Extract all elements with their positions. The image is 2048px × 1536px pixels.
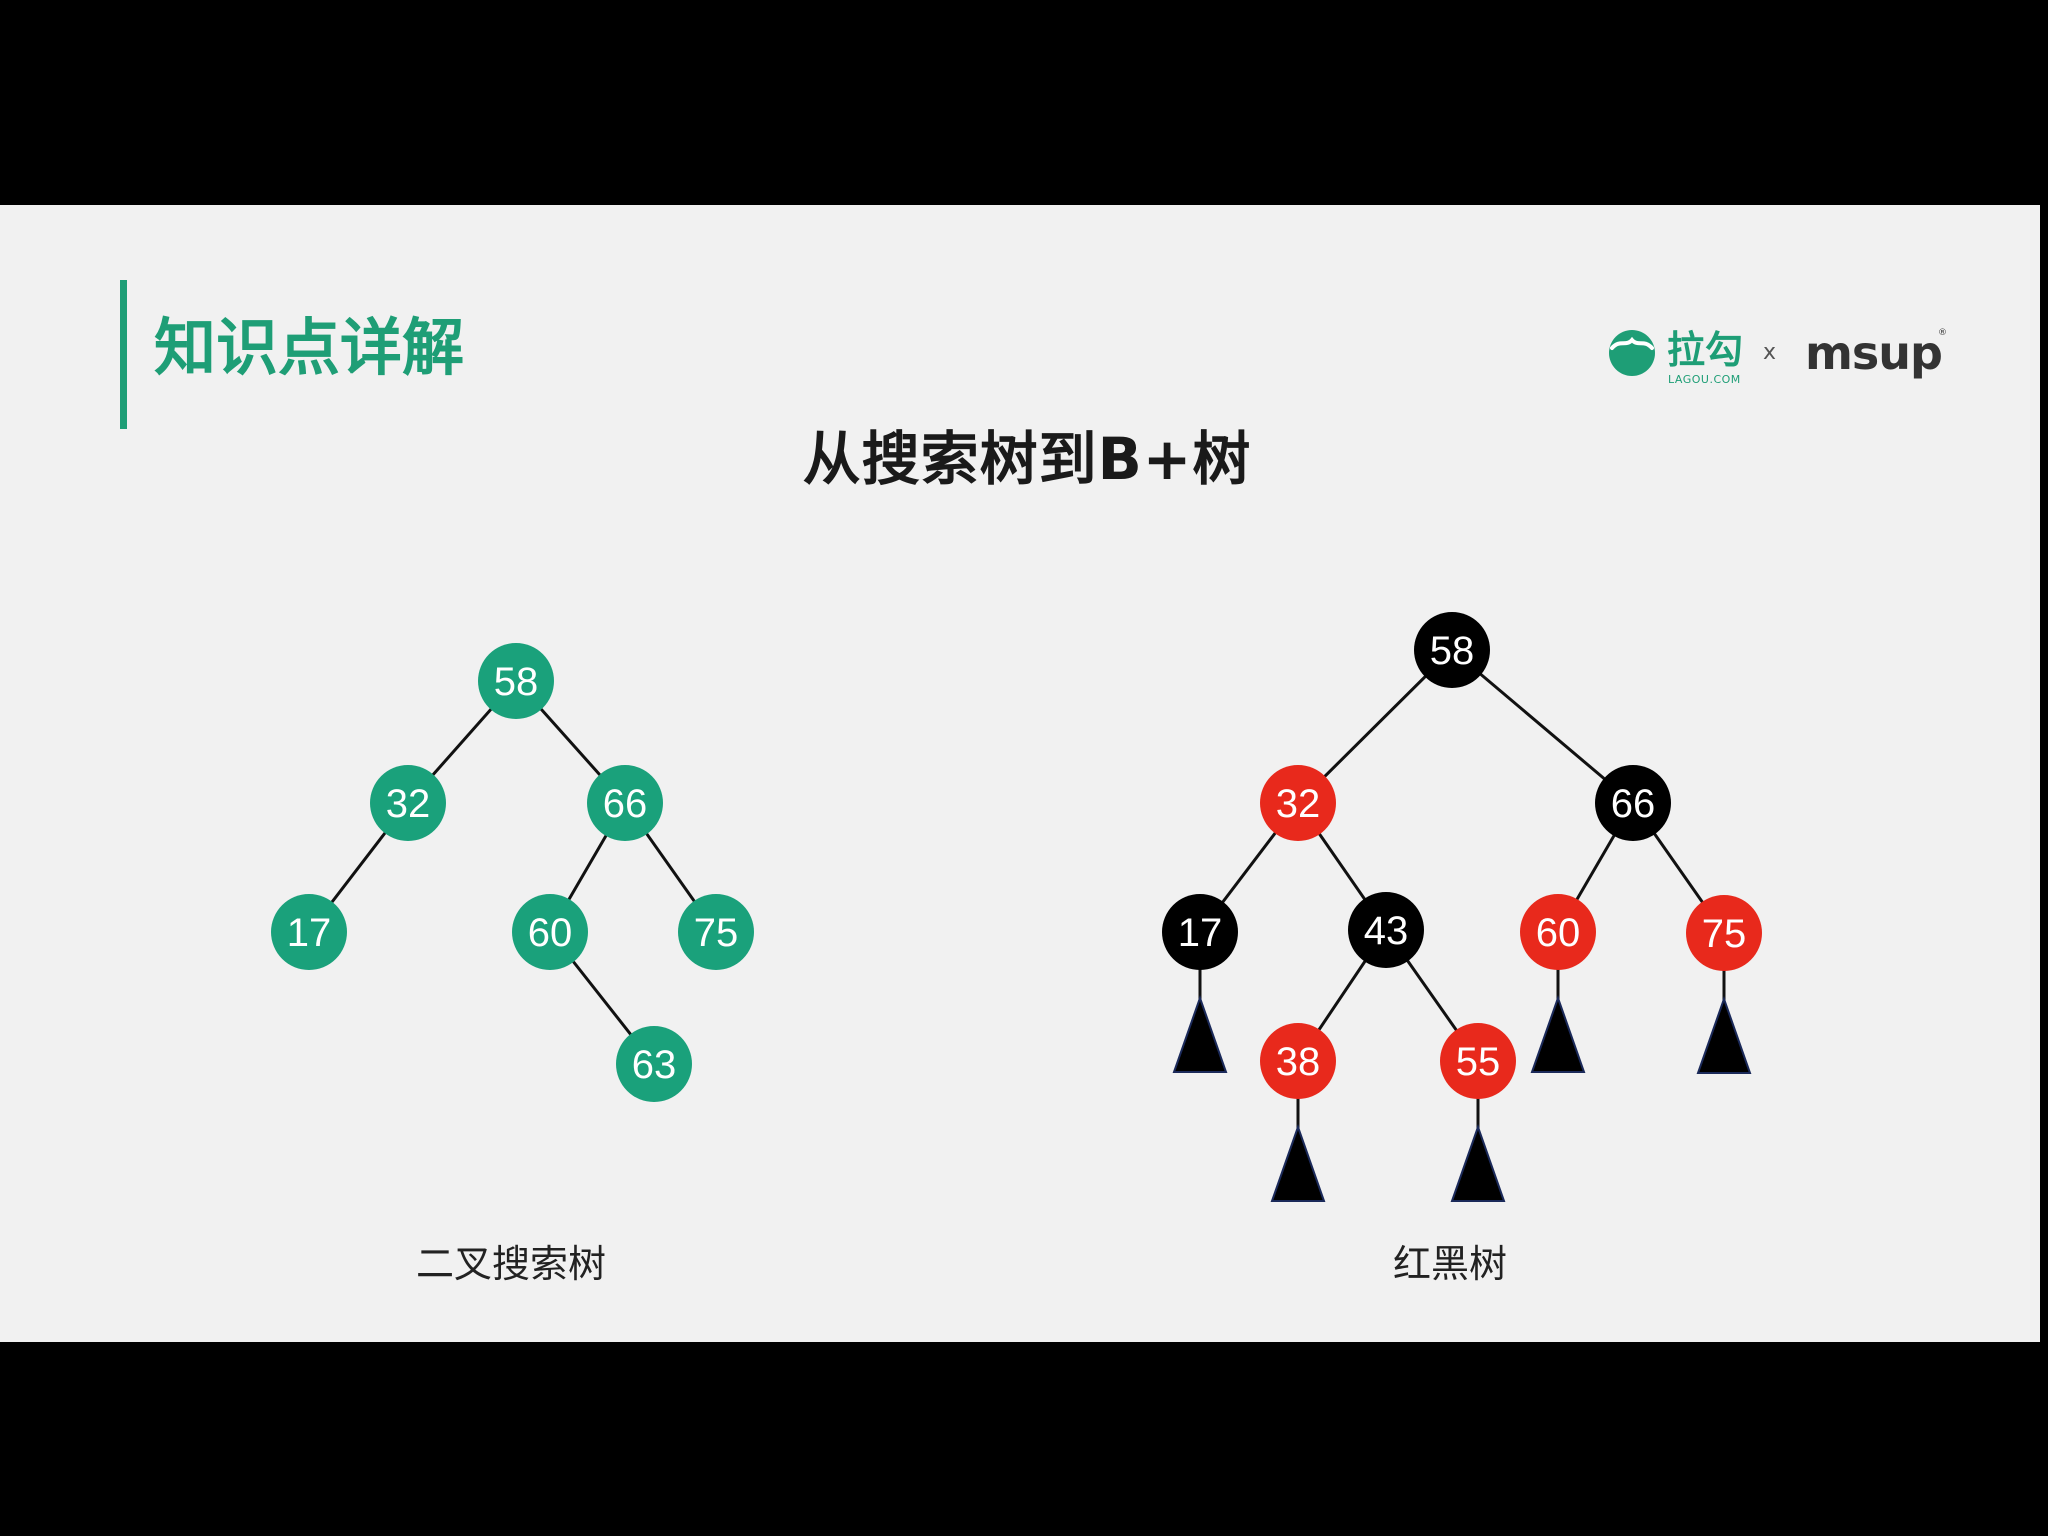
- rb-nil-leaf-60: [1530, 994, 1586, 1073]
- bst-edges: [307, 680, 718, 1065]
- rb-nil-leaf-55: [1450, 1123, 1506, 1202]
- rb-nil-leaf-17: [1172, 994, 1228, 1073]
- bst-node-75: 75: [678, 894, 754, 970]
- rb-nodes: 58 32 66 17 43 60 75 38 55: [1162, 612, 1762, 1099]
- rb-edge-58-66: [1451, 648, 1634, 805]
- rb-node-38: 38: [1260, 1023, 1336, 1099]
- bst-node-66: 66: [587, 765, 663, 841]
- registered-mark: ®: [1938, 328, 1947, 338]
- rb-node-60: 60: [1520, 894, 1596, 970]
- rb-node-circle-17: [1162, 894, 1238, 970]
- bst-node-label-58: 58: [494, 660, 539, 704]
- rb-node-label-17: 17: [1178, 911, 1223, 955]
- bst-node-circle-58: [478, 643, 554, 719]
- bst-node-circle-63: [616, 1026, 692, 1102]
- msup-logo-text: msup: [1805, 326, 1943, 380]
- rb-node-label-55: 55: [1456, 1040, 1501, 1084]
- rb-node-66: 66: [1595, 765, 1671, 841]
- rb-nil-leaves: [1172, 932, 1752, 1202]
- bst-node-circle-32: [370, 765, 446, 841]
- bst-node-label-32: 32: [386, 782, 431, 826]
- rb-node-label-60: 60: [1536, 911, 1581, 955]
- tree-comparison-diagram: 58 32 66 17 60 75 63 58 32 66 17 43 60 75 38 55: [271, 612, 1762, 1202]
- bst-node-circle-17: [271, 894, 347, 970]
- lagou-logo-text: 拉勾: [1667, 328, 1744, 372]
- screen-right-edge: [2040, 196, 2048, 1346]
- binary-search-tree-caption: 二叉搜索树: [415, 1242, 607, 1286]
- logo-area: 拉勾 LAGOU.COM x msup ®: [1605, 325, 1947, 405]
- bst-node-label-17: 17: [287, 911, 332, 955]
- presentation-slide: 知识点详解 拉勾 LAGOU.COM x msup ® 从搜索树到B+树 58 3…: [0, 205, 2040, 1342]
- rb-node-circle-75: [1686, 895, 1762, 971]
- rb-node-58: 58: [1414, 612, 1490, 688]
- bst-node-circle-60: [512, 894, 588, 970]
- rb-node-circle-58: [1414, 612, 1490, 688]
- rb-node-75: 75: [1686, 895, 1762, 971]
- bst-node-label-75: 75: [694, 911, 739, 955]
- section-title: 知识点详解: [154, 311, 465, 384]
- rb-nil-leaf-75: [1696, 995, 1752, 1074]
- rb-node-32: 32: [1260, 765, 1336, 841]
- bst-node-circle-66: [587, 765, 663, 841]
- rb-nil-leaf-38: [1270, 1123, 1326, 1202]
- rb-node-label-38: 38: [1276, 1040, 1321, 1084]
- bst-node-label-66: 66: [603, 782, 648, 826]
- rb-node-circle-55: [1440, 1023, 1516, 1099]
- lagou-logo-icon: [1609, 330, 1655, 376]
- bst-node-32: 32: [370, 765, 446, 841]
- rb-node-circle-66: [1595, 765, 1671, 841]
- rb-node-circle-60: [1520, 894, 1596, 970]
- rb-node-circle-38: [1260, 1023, 1336, 1099]
- bst-node-60: 60: [512, 894, 588, 970]
- bst-node-label-60: 60: [528, 911, 573, 955]
- bst-node-17: 17: [271, 894, 347, 970]
- lagou-logo-subtext: LAGOU.COM: [1668, 373, 1741, 386]
- rb-node-label-58: 58: [1430, 629, 1475, 673]
- binary-search-tree: 58 32 66 17 60 75 63: [271, 643, 754, 1102]
- rb-node-label-66: 66: [1611, 782, 1656, 826]
- rb-node-label-43: 43: [1364, 909, 1409, 953]
- bst-node-63: 63: [616, 1026, 692, 1102]
- rb-edges: [1198, 648, 1726, 1062]
- rb-node-circle-32: [1260, 765, 1336, 841]
- rb-node-55: 55: [1440, 1023, 1516, 1099]
- rb-node-circle-43: [1348, 892, 1424, 968]
- red-black-tree: 58 32 66 17 43 60 75 38 55: [1162, 612, 1762, 1202]
- bst-node-58: 58: [478, 643, 554, 719]
- bst-node-circle-75: [678, 894, 754, 970]
- red-black-tree-caption: 红黑树: [1392, 1242, 1508, 1286]
- title-accent-bar: [120, 280, 127, 429]
- bst-node-label-63: 63: [632, 1043, 677, 1087]
- rb-node-label-32: 32: [1276, 782, 1321, 826]
- main-title: 从搜索树到B+树: [802, 425, 1252, 493]
- bst-nodes: 58 32 66 17 60 75 63: [271, 643, 754, 1102]
- logo-separator: x: [1763, 340, 1777, 365]
- rb-node-43: 43: [1348, 892, 1424, 968]
- rb-node-17: 17: [1162, 894, 1238, 970]
- rb-node-label-75: 75: [1702, 912, 1747, 956]
